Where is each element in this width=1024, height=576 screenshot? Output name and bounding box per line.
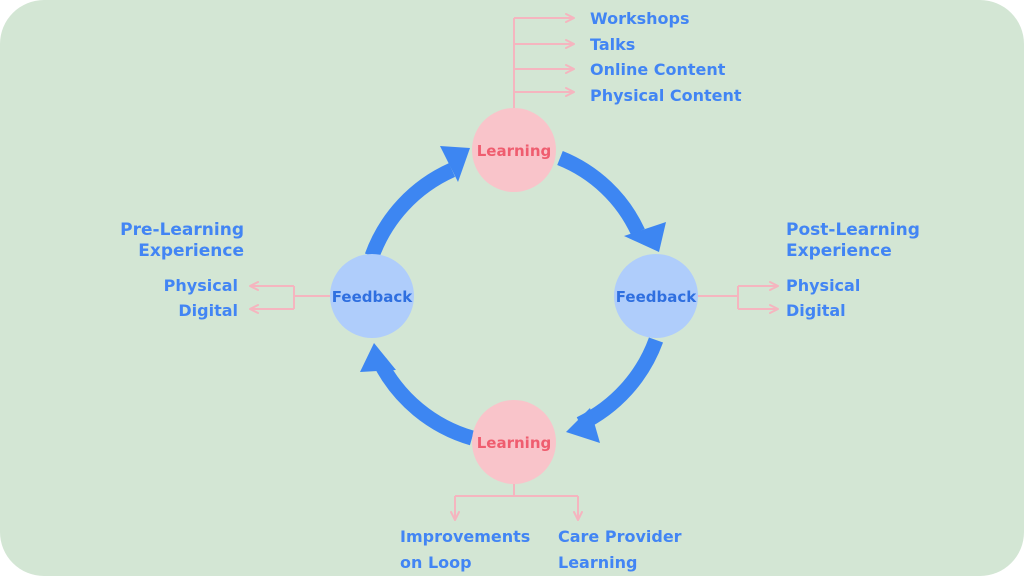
node-feedback-right-label: Feedback (616, 288, 697, 306)
cycle-arrows (360, 146, 666, 446)
bottom-output-connectors (450, 484, 583, 521)
node-feedback-right: Feedback (614, 254, 698, 338)
node-learning-top-label: Learning (477, 142, 552, 160)
node-feedback-left-circle (330, 254, 414, 338)
node-learning-top-circle (472, 108, 556, 192)
pre-learning-title-line2: Experience (138, 241, 244, 261)
pre-learning-item-digital: Digital (178, 301, 238, 320)
post-learning-connectors (698, 281, 779, 314)
bottom-output-improvements-line1: Improvements (400, 527, 530, 546)
cycle-arrowhead-top-to-right (624, 222, 666, 252)
node-learning-top: Learning (472, 108, 556, 192)
post-learning-title-line1: Post-Learning (786, 220, 920, 240)
cycle-arrow-top-to-right (557, 151, 645, 236)
top-output-labels: Workshops Talks Online Content Physical … (590, 9, 742, 105)
post-learning-section: Post-Learning Experience Physical Digita… (786, 220, 920, 320)
top-output-connectors (513, 13, 575, 108)
pre-learning-connectors (249, 281, 330, 314)
post-learning-item-physical: Physical (786, 276, 860, 295)
node-feedback-left: Feedback (330, 254, 414, 338)
cycle-arrow-left-to-top (364, 163, 456, 259)
top-output-talks: Talks (590, 35, 635, 54)
node-learning-bottom-label: Learning (477, 434, 552, 452)
top-output-physical-content: Physical Content (590, 86, 742, 105)
cycle-arrowhead-bottom-to-left (360, 343, 396, 372)
cycle-arrowhead-left-to-top (440, 146, 470, 182)
post-learning-title-line2: Experience (786, 241, 892, 261)
node-feedback-left-label: Feedback (332, 288, 413, 306)
pre-learning-title-line1: Pre-Learning (120, 220, 244, 240)
cycle-arrowhead-right-to-bottom (566, 408, 600, 443)
bottom-output-labels: Improvements on Loop Care Provider Learn… (400, 527, 682, 572)
cycle-arrow-bottom-to-left (373, 358, 475, 446)
pre-learning-item-physical: Physical (164, 276, 238, 295)
node-learning-bottom-circle (472, 400, 556, 484)
bottom-output-care-provider-line2: Learning (558, 553, 637, 572)
top-output-online-content: Online Content (590, 60, 726, 79)
cycle-arrow-right-to-bottom (576, 337, 664, 431)
post-learning-item-digital: Digital (786, 301, 846, 320)
node-feedback-right-circle (614, 254, 698, 338)
top-output-workshops: Workshops (590, 9, 689, 28)
node-learning-bottom: Learning (472, 400, 556, 484)
bottom-output-improvements-line2: on Loop (400, 553, 472, 572)
bottom-output-care-provider-line1: Care Provider (558, 527, 682, 546)
pre-learning-section: Pre-Learning Experience Physical Digital (120, 220, 244, 320)
